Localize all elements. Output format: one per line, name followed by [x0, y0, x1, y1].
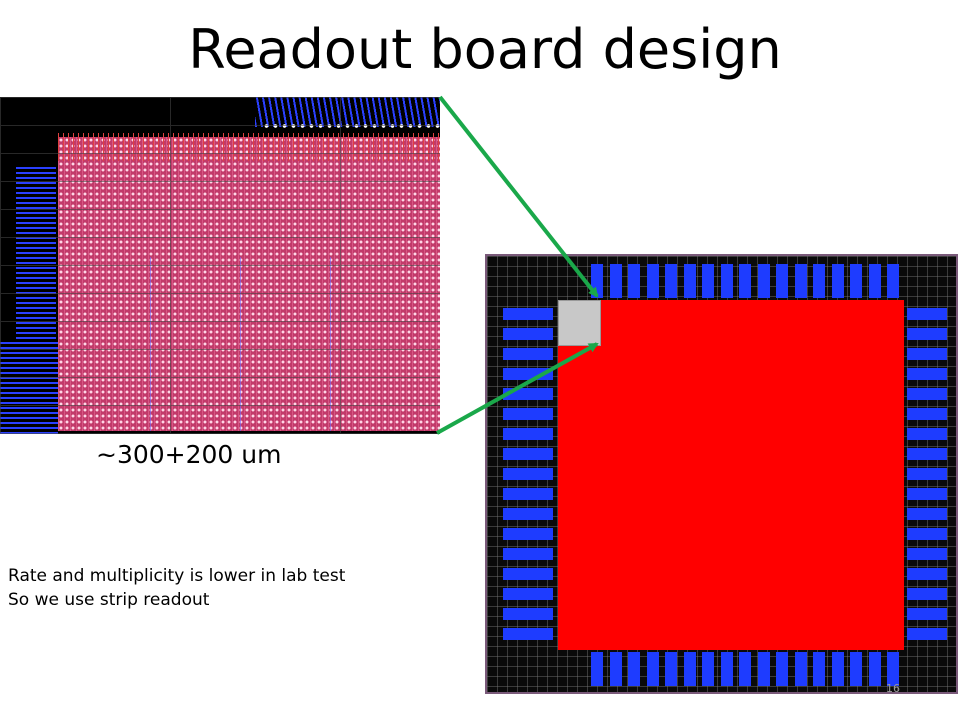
page-number: 16 [886, 682, 900, 695]
readout-board-image [485, 254, 958, 694]
note-line-2: So we use strip readout [8, 590, 210, 610]
right-connector-pad [907, 428, 947, 440]
highlighted-cell [558, 300, 601, 346]
bottom-connector-pad [757, 652, 770, 686]
slide-title: Readout board design [188, 18, 782, 81]
via-row [262, 123, 440, 129]
left-connector-pad [503, 408, 553, 420]
bottom-connector-pad [683, 652, 696, 686]
left-connector-pad [503, 448, 553, 460]
grid-line [150, 257, 151, 431]
bottom-connector-pad [794, 652, 807, 686]
right-connector-pad [907, 468, 947, 480]
top-connector-pad [794, 264, 807, 298]
grid-line [330, 257, 331, 431]
right-connector-pad [907, 528, 947, 540]
right-connector-pad [907, 368, 947, 380]
right-connector-pad [907, 488, 947, 500]
bottom-connector-pad [609, 652, 622, 686]
bottom-connector-pad [702, 652, 714, 686]
right-connector-pad [907, 608, 947, 620]
bottom-connector-pad [591, 652, 603, 686]
zoomed-pixel-layout-image [0, 97, 440, 434]
top-connector-pad [887, 264, 899, 298]
left-connector-pad [503, 548, 553, 560]
bottom-connector-pad [646, 652, 659, 686]
bottom-connector-pad [813, 652, 825, 686]
bottom-connector-pad [720, 652, 733, 686]
size-label: ~300+200 um [96, 440, 282, 469]
left-connector-pad [503, 508, 553, 520]
right-connector-pad [907, 588, 947, 600]
left-connector-pad [503, 568, 553, 580]
top-connector-pad [720, 264, 733, 298]
right-connector-pad [907, 568, 947, 580]
active-area [558, 300, 904, 650]
top-connector-pad [609, 264, 622, 298]
top-connector-pad [757, 264, 770, 298]
left-connector-pad [503, 388, 553, 400]
bottom-connector-pad [739, 652, 751, 686]
right-connector-pad [907, 448, 947, 460]
top-connector-pad [628, 264, 640, 298]
left-connector-pad [503, 308, 553, 320]
left-connector-pad [503, 628, 553, 640]
bottom-connector-pad [850, 652, 862, 686]
bottom-connector-pad [868, 652, 881, 686]
right-connector-pad [907, 508, 947, 520]
strip-comb [58, 133, 440, 161]
top-connector-pad [831, 264, 844, 298]
right-connector-pad [907, 308, 947, 320]
top-connector-pad [739, 264, 751, 298]
left-connector-pad [503, 368, 553, 380]
right-connector-pad [907, 388, 947, 400]
right-connector-pad [907, 348, 947, 360]
left-connector-pad [503, 528, 553, 540]
left-connector-pad [503, 468, 553, 480]
right-connector-pad [907, 628, 947, 640]
top-connector-pad [646, 264, 659, 298]
top-connector-pad [665, 264, 677, 298]
right-connector-pad [907, 408, 947, 420]
left-connector-pad [503, 348, 553, 360]
top-connector-pad [813, 264, 825, 298]
left-connector-pad [503, 588, 553, 600]
bottom-connector-pad [831, 652, 844, 686]
left-connector-pad [503, 488, 553, 500]
left-fanout-traces-lower [0, 342, 58, 434]
top-connector-pad [776, 264, 788, 298]
bottom-connector-pad [887, 652, 899, 686]
left-connector-pad [503, 328, 553, 340]
grid-line [240, 257, 241, 431]
top-connector-pad [591, 264, 603, 298]
left-connector-pad [503, 428, 553, 440]
bottom-connector-pad [628, 652, 640, 686]
pixel-array-lower [58, 257, 440, 431]
bottom-connector-pad [776, 652, 788, 686]
left-connector-pad [503, 608, 553, 620]
top-connector-pad [683, 264, 696, 298]
right-connector-pad [907, 328, 947, 340]
top-connector-pad [850, 264, 862, 298]
note-line-1: Rate and multiplicity is lower in lab te… [8, 566, 346, 586]
top-connector-pad [702, 264, 714, 298]
bottom-connector-pad [665, 652, 677, 686]
right-connector-pad [907, 548, 947, 560]
top-connector-pad [868, 264, 881, 298]
